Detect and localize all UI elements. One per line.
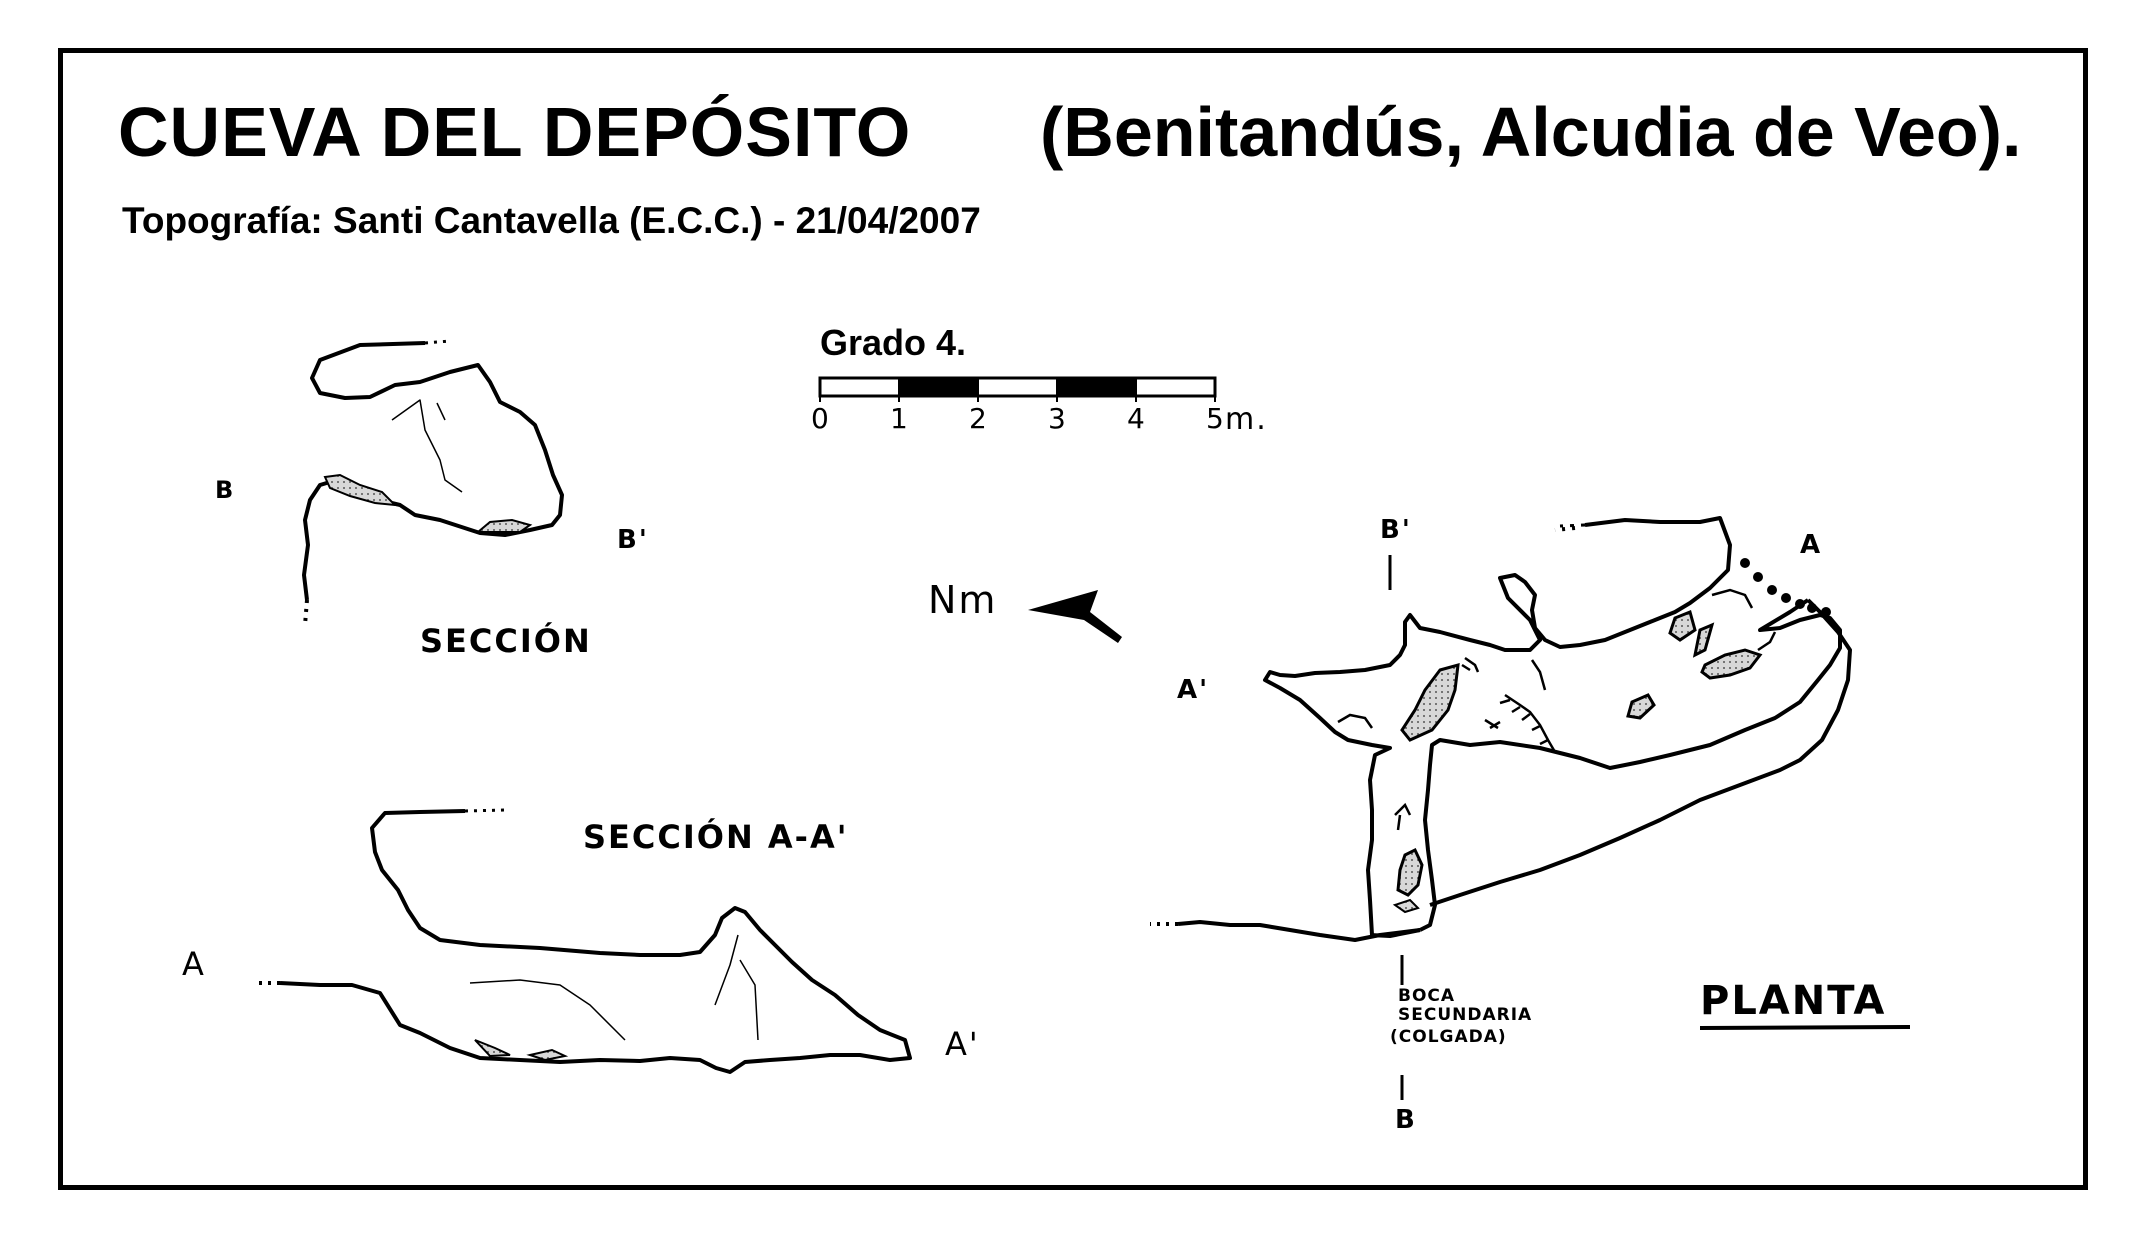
plan-outline (1150, 516, 1852, 942)
scale-segment (898, 377, 979, 397)
cave-title: CUEVA DEL DEPÓSITO (118, 93, 912, 171)
section-a-outline (255, 808, 912, 1074)
plan-b-prime-label: B' (1380, 515, 1412, 545)
planta-underline (1699, 1025, 1911, 1030)
scale-tick-label: 2 (969, 402, 989, 435)
location-title: (Benitandús, Alcudia de Veo). (1040, 93, 2022, 171)
plan-a-label: A (1800, 530, 1823, 560)
scale-bar (818, 376, 1217, 402)
scale-tick-label: 0 (811, 402, 831, 435)
entrance-label-line2: SECUNDARIA (1398, 1005, 1533, 1025)
scale-tick-label: 5 (1206, 402, 1226, 435)
north-arrow-icon (1028, 590, 1122, 643)
topography-credit: Topografía: Santi Cantavella (E.C.C.) - … (122, 200, 981, 241)
scale-tick-label: 1 (890, 402, 910, 435)
scale-segment (977, 377, 1058, 397)
section-line-markers (1388, 555, 1404, 1100)
map-frame (58, 48, 2088, 1190)
section-a-title: SECCIÓN A-A' (583, 818, 849, 856)
section-b-prime-label: B' (617, 525, 649, 555)
section-a-label: A (182, 945, 206, 983)
grade-label: Grado 4. (820, 322, 967, 363)
scale-tick-label: 4 (1127, 402, 1147, 435)
entrance-label-line1: BOCA (1398, 986, 1456, 1006)
plan-title: PLANTA (1700, 978, 1887, 1024)
scale-unit: m. (1225, 402, 1268, 437)
scale-tick-label: 3 (1048, 402, 1068, 435)
entrance-dots (1740, 558, 1831, 617)
scale-segment (819, 377, 900, 397)
plan-b-label: B (1395, 1105, 1417, 1135)
plan-a-prime-label: A' (1177, 675, 1210, 705)
entrance-label-line3: (COLGADA) (1390, 1027, 1507, 1047)
north-label: Nm (928, 578, 998, 622)
section-b-title: SECCIÓN (420, 622, 592, 660)
section-b-label: B (215, 476, 236, 504)
section-a-prime-label: A' (945, 1025, 980, 1063)
slope-marks (1337, 588, 1777, 831)
scale-segment (1056, 377, 1137, 397)
scale-segment (1135, 377, 1216, 397)
